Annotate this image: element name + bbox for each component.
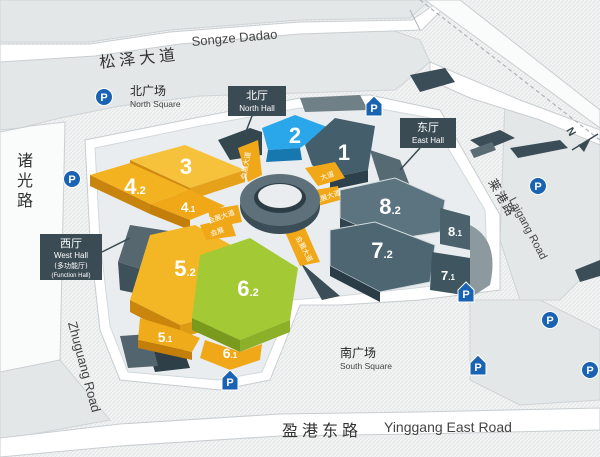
west-hall-tag-extra: (多功能厅): [54, 261, 88, 270]
parking-icon-label: P: [586, 365, 593, 377]
hall-8-1-label: 8.1: [448, 224, 462, 239]
hall-1-label: 1: [338, 140, 350, 165]
parking-icon-label: P: [546, 315, 553, 327]
north-hall-tag[interactable]: 北厅 North Hall: [228, 86, 286, 135]
hall-3-label: 3: [180, 154, 192, 179]
parking-icon-label: P: [534, 181, 541, 193]
hall-6-2-label: 6.2: [237, 276, 258, 301]
north-hall-tag-en: North Hall: [239, 104, 275, 113]
parking-icon[interactable]: P: [365, 95, 383, 117]
west-hall-tag-en: West Hall: [54, 251, 88, 260]
parking-icon[interactable]: P: [529, 177, 547, 195]
zhuguang-road-cn-3: 路: [17, 191, 37, 210]
hall-2-label: 2: [289, 123, 301, 148]
yinggang-road-strip: [0, 407, 600, 457]
parking-icon[interactable]: P: [95, 88, 113, 106]
parking-icon-label: P: [462, 289, 469, 301]
east-hall-entrance: [370, 150, 410, 186]
parking-icon-label: P: [474, 362, 481, 374]
east-hall-tag[interactable]: 东厅 East Hall: [399, 118, 456, 171]
parking-icon[interactable]: P: [541, 311, 559, 329]
east-hall-wall: [470, 225, 493, 298]
hall-7-2-label: 7.2: [371, 238, 392, 263]
hall-5-1-label: 5.1: [158, 329, 173, 345]
hall-4-2[interactable]: 4.2: [90, 163, 190, 214]
parking-icon[interactable]: P: [581, 361, 599, 379]
songze-road-en: Songze Dadao: [191, 27, 278, 49]
hall-7-2[interactable]: 7.2: [329, 221, 436, 302]
west-hall-tag-cn: 西厅: [60, 237, 82, 250]
east-hall-tag-cn: 东厅: [417, 121, 439, 134]
parking-icon[interactable]: P: [221, 369, 239, 391]
hall-6-2[interactable]: 6.2: [192, 238, 298, 352]
parking-markers: P P P P P P P P P: [63, 88, 599, 391]
hall-6-1[interactable]: 6.1: [200, 340, 262, 370]
yinggang-road-cn: 盈港东路: [282, 421, 362, 440]
hall-8-1[interactable]: 8.1: [440, 208, 470, 250]
north-hall-tag-cn: 北厅: [246, 89, 268, 102]
hall-7-1[interactable]: 7.1: [430, 252, 470, 296]
parking-icon[interactable]: P: [457, 281, 475, 303]
hall-1[interactable]: 1: [305, 118, 375, 190]
south-square-en: South Square: [340, 361, 392, 371]
south-square-cn: 南广场: [340, 345, 376, 360]
zhuguang-road-cn-2: 光: [17, 171, 37, 190]
yinggang-road-en: Yinggang East Road: [384, 419, 512, 435]
parking-icon-label: P: [226, 377, 233, 389]
parking-icon-label: P: [370, 103, 377, 115]
west-hall-tag-extra-en: (Function Hall): [51, 273, 90, 279]
hall-2[interactable]: 2: [262, 115, 330, 162]
laigang-dashed-line: [419, 0, 600, 141]
hall-5-2-label: 5.2: [174, 256, 195, 281]
west-hall-tag[interactable]: 西厅 West Hall (多功能厅) (Function Hall): [40, 234, 131, 280]
parking-icon[interactable]: P: [469, 354, 487, 376]
central-ring[interactable]: [240, 174, 320, 234]
hall-8-2-label: 8.2: [379, 194, 400, 219]
parking-icon-label: P: [68, 174, 75, 186]
north-square-cn: 北广场: [130, 84, 166, 98]
parking-icon[interactable]: P: [63, 170, 81, 188]
zhuguang-road-cn-1: 诸: [17, 151, 37, 170]
hall-6-1-label: 6.1: [223, 345, 238, 361]
central-corridors: 会展大道 会展大道 会展大道 会展大道 大道 会展: [200, 140, 345, 266]
hall-4-1[interactable]: 4.1: [150, 190, 225, 230]
hall-7-1-label: 7.1: [441, 268, 455, 283]
hall-4-2-label: 4.2: [124, 174, 145, 199]
hall-4-1-label: 4.1: [181, 199, 196, 215]
hall-5-1[interactable]: 5.1: [138, 318, 200, 360]
parking-icon-label: P: [100, 92, 107, 104]
north-square-en: North Square: [130, 99, 181, 109]
east-hall-tag-en: East Hall: [412, 136, 444, 145]
